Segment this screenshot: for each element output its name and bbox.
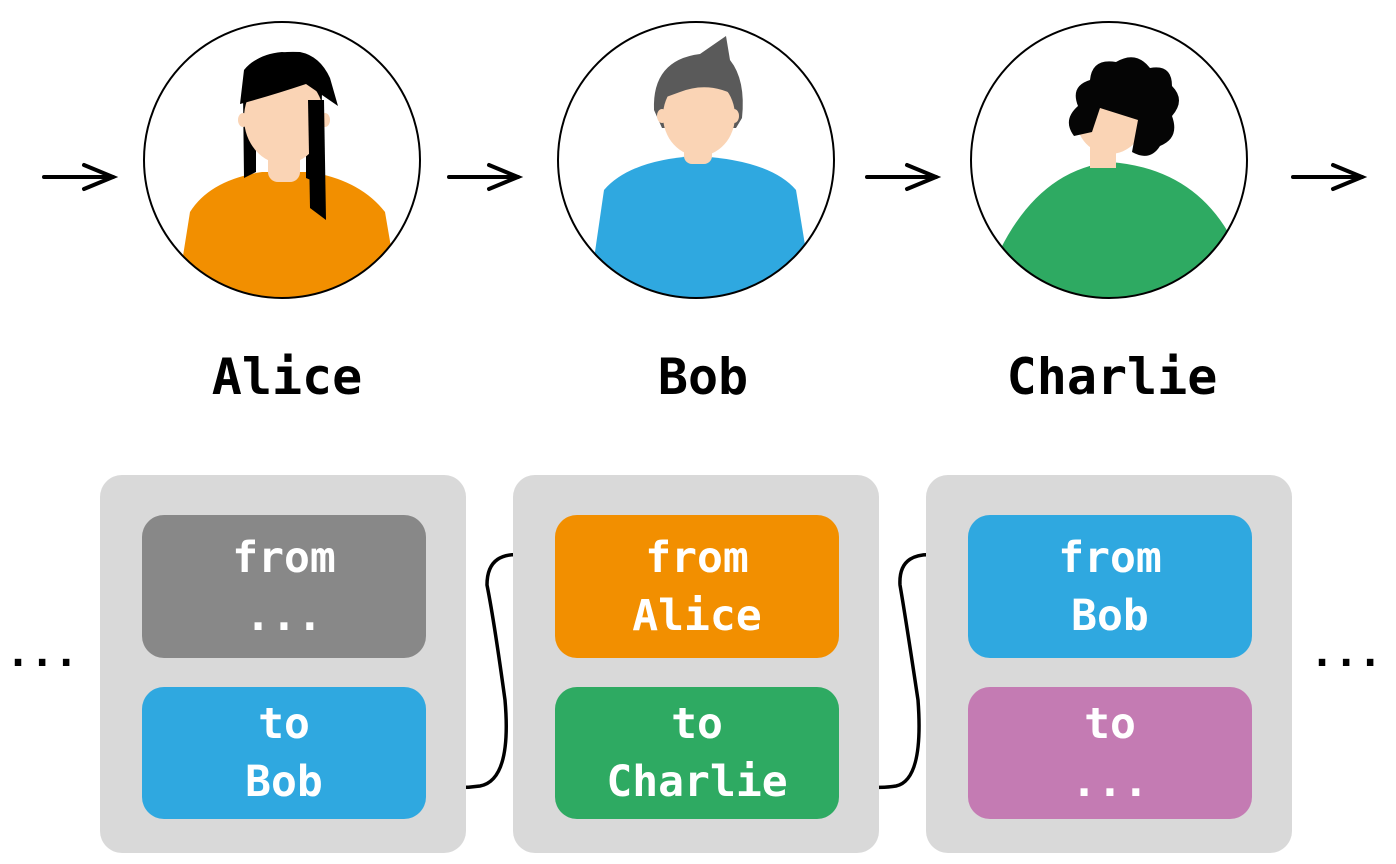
from-box: from ... (142, 515, 426, 658)
to-value: ... (1071, 757, 1149, 807)
arrow-icon (42, 163, 119, 191)
to-value: Charlie (606, 757, 788, 807)
arrow-icon (865, 163, 942, 191)
to-label: to (671, 699, 723, 749)
to-box: to ... (968, 687, 1252, 819)
avatar-alice (143, 21, 421, 299)
avatar-charlie (970, 21, 1248, 299)
from-box: from Bob (968, 515, 1252, 658)
from-label: from (1058, 532, 1162, 583)
arrow-icon (1291, 163, 1368, 191)
from-value: ... (245, 590, 323, 641)
avatar-bob (557, 21, 835, 299)
ellipsis-right: ... (1310, 630, 1383, 676)
arrow-icon (447, 163, 524, 191)
from-label: from (645, 532, 749, 583)
from-box: from Alice (555, 515, 839, 658)
to-box: to Charlie (555, 687, 839, 819)
from-value: Bob (1071, 590, 1149, 641)
transaction-card: from Alice to Charlie (513, 475, 879, 853)
to-box: to Bob (142, 687, 426, 819)
to-value: Bob (245, 757, 323, 807)
person-name-bob: Bob (657, 348, 749, 406)
transaction-card: from Bob to ... (926, 475, 1292, 853)
from-label: from (232, 532, 336, 583)
person-name-charlie: Charlie (1006, 348, 1218, 406)
person-name-alice: Alice (211, 348, 363, 406)
from-value: Alice (632, 590, 762, 641)
alice-shirt (176, 172, 400, 298)
to-label: to (258, 699, 310, 749)
ellipsis-left: ... (6, 630, 79, 676)
transaction-card: from ... to Bob (100, 475, 466, 853)
to-label: to (1084, 699, 1136, 749)
